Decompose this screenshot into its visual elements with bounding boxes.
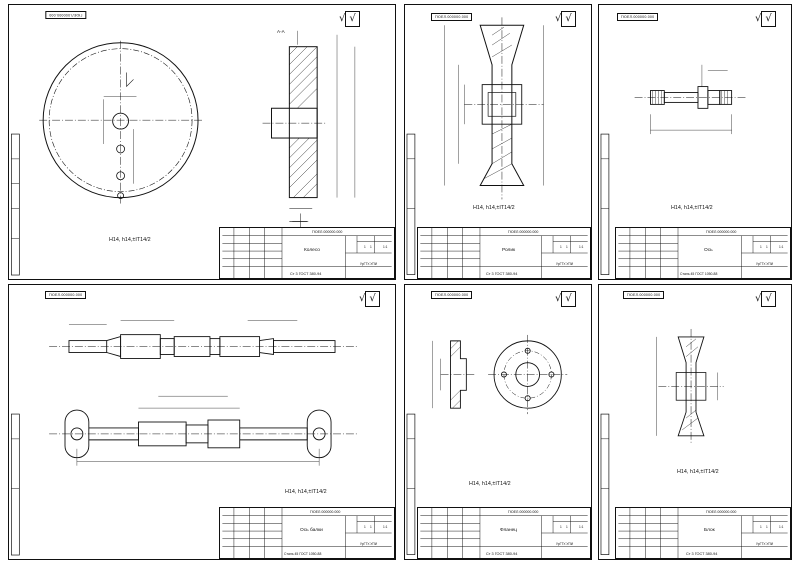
sheets-total: 1 [370, 525, 372, 529]
title-block-code: ГЮЕЛ.000000.000 [508, 510, 539, 514]
sheet-number: 1 [560, 245, 562, 249]
sheet-code: ГЮЕЛ.000000.000 [431, 291, 473, 299]
sheets-total: 1 [566, 245, 568, 249]
organization: УрГТУ-УПИ [556, 262, 574, 266]
title-block-code: ГЮЕЛ.000000.000 [706, 510, 737, 514]
sheets-total: 1 [766, 245, 768, 249]
sheet-number: 1 [760, 245, 762, 249]
sheet-number: 1 [364, 245, 366, 249]
sheet-code: ГЮЕЛ.000000.000 [45, 291, 87, 299]
part-name: Ось [704, 248, 713, 253]
tolerance-note: Н14, h14,±IT14/2 [109, 237, 151, 243]
roughness-mark: √√ [359, 291, 380, 307]
tolerance-note: Н14, h14,±IT14/2 [469, 481, 511, 487]
sheet-code: ГЮЕЛ.000000.000 [623, 291, 665, 299]
drawing-sheet-os: ГЮЕЛ.000000.000 √√ Н14, h14,±IT14/2 [598, 4, 792, 280]
scale: 1:1 [579, 245, 584, 249]
material: Сталь 45 ГОСТ 1050-88 [680, 272, 718, 276]
sheets-total: 1 [766, 525, 768, 529]
organization: УрГТУ-УПИ [360, 542, 378, 546]
scale: 1:1 [383, 525, 388, 529]
drawing-sheet-koleso: ГЮЕЛ.000000.000 √√ [8, 4, 396, 280]
organization: УрГТУ-УПИ [756, 542, 774, 546]
sheets-total: 1 [370, 245, 372, 249]
drawing-sheet-flanets: ГЮЕЛ.000000.000 √√ Н14, h14,±IT14/2 [404, 284, 592, 560]
tolerance-note: Н14, h14,±IT14/2 [671, 205, 713, 211]
pulley-block-drawing [600, 328, 724, 555]
scale: 1:1 [779, 245, 784, 249]
roughness-mark: √√ [555, 11, 576, 27]
organization: УрГТУ-УПИ [756, 262, 774, 266]
drawing-sheet-blok: ГЮЕЛ.000000.000 √√ Н14, h14,±IT14/2 [598, 284, 792, 560]
scale: 1:1 [579, 525, 584, 529]
axle-drawing [600, 64, 748, 275]
part-name: Колесо [304, 248, 320, 253]
material: Сталь 45 ГОСТ 1050-88 [284, 552, 322, 556]
roughness-mark: √√ [339, 11, 360, 27]
part-name: Ось балки [300, 528, 323, 533]
title-block-code: ГЮЕЛ.000000.000 [310, 510, 341, 514]
title-block-code: ГЮЕЛ.000000.000 [508, 230, 539, 234]
scale: 1:1 [779, 525, 784, 529]
sheet-number: 1 [760, 525, 762, 529]
tolerance-note: Н14, h14,±IT14/2 [473, 205, 515, 211]
material: Ст 3 ГОСТ 380-94 [686, 552, 718, 556]
title-block: ГЮЕЛ.000000.000 Ось балки Сталь 45 ГОСТ … [219, 507, 395, 559]
sheets-total: 1 [566, 525, 568, 529]
organization: УрГТУ-УПИ [360, 262, 378, 266]
title-block-code: ГЮЕЛ.000000.000 [706, 230, 737, 234]
sheet-number: 1 [560, 525, 562, 529]
sheet-number: 1 [364, 525, 366, 529]
sheet-code: ГЮЕЛ.000000.000 [617, 13, 659, 21]
title-block: ГЮЕЛ.000000.000 Фланец Ст 3 ГОСТ 380-94 … [417, 507, 591, 559]
roller-drawing [406, 17, 544, 275]
material: Ст 3 ГОСТ 380-94 [290, 272, 322, 276]
flange-drawing [406, 334, 568, 555]
part-name: Фланец [500, 528, 518, 533]
title-block: ГЮЕЛ.000000.000 Ролик Ст 3 ГОСТ 380-94 1… [417, 227, 591, 279]
scale: 1:1 [383, 245, 388, 249]
title-block: ГЮЕЛ.000000.000 Ось Сталь 45 ГОСТ 1050-8… [615, 227, 791, 279]
part-name: Ролик [502, 248, 516, 253]
material: Ст 3 ГОСТ 380-94 [486, 552, 518, 556]
material: Ст 3 ГОСТ 380-94 [486, 272, 518, 276]
part-name: Блок [704, 528, 715, 533]
sheet-code: ГЮЕЛ.000000.000 [431, 13, 473, 21]
roughness-mark: √√ [755, 291, 776, 307]
roughness-mark: √√ [555, 291, 576, 307]
roughness-mark: √√ [755, 11, 776, 27]
drawing-sheet-rolik: ГЮЕЛ.000000.000 √√ Н14, h14,±IT14/2 [404, 4, 592, 280]
tolerance-note: Н14, h14,±IT14/2 [285, 489, 327, 495]
organization: УрГТУ-УПИ [556, 542, 574, 546]
title-block: ГЮЕЛ.000000.000 Блок Ст 3 ГОСТ 380-94 1:… [615, 507, 791, 559]
section-label: A-A [277, 29, 285, 34]
beam-axle-drawing [11, 320, 357, 556]
tolerance-note: Н14, h14,±IT14/2 [677, 469, 719, 475]
title-block: ГЮЕЛ.000000.000 Колесо Ст 3 ГОСТ 380-94 … [219, 227, 395, 279]
title-block-code: ГЮЕЛ.000000.000 [312, 230, 343, 234]
drawing-sheet-os-balki: ГЮЕЛ.000000.000 √√ [8, 284, 396, 560]
wheel-drawing [11, 30, 356, 276]
